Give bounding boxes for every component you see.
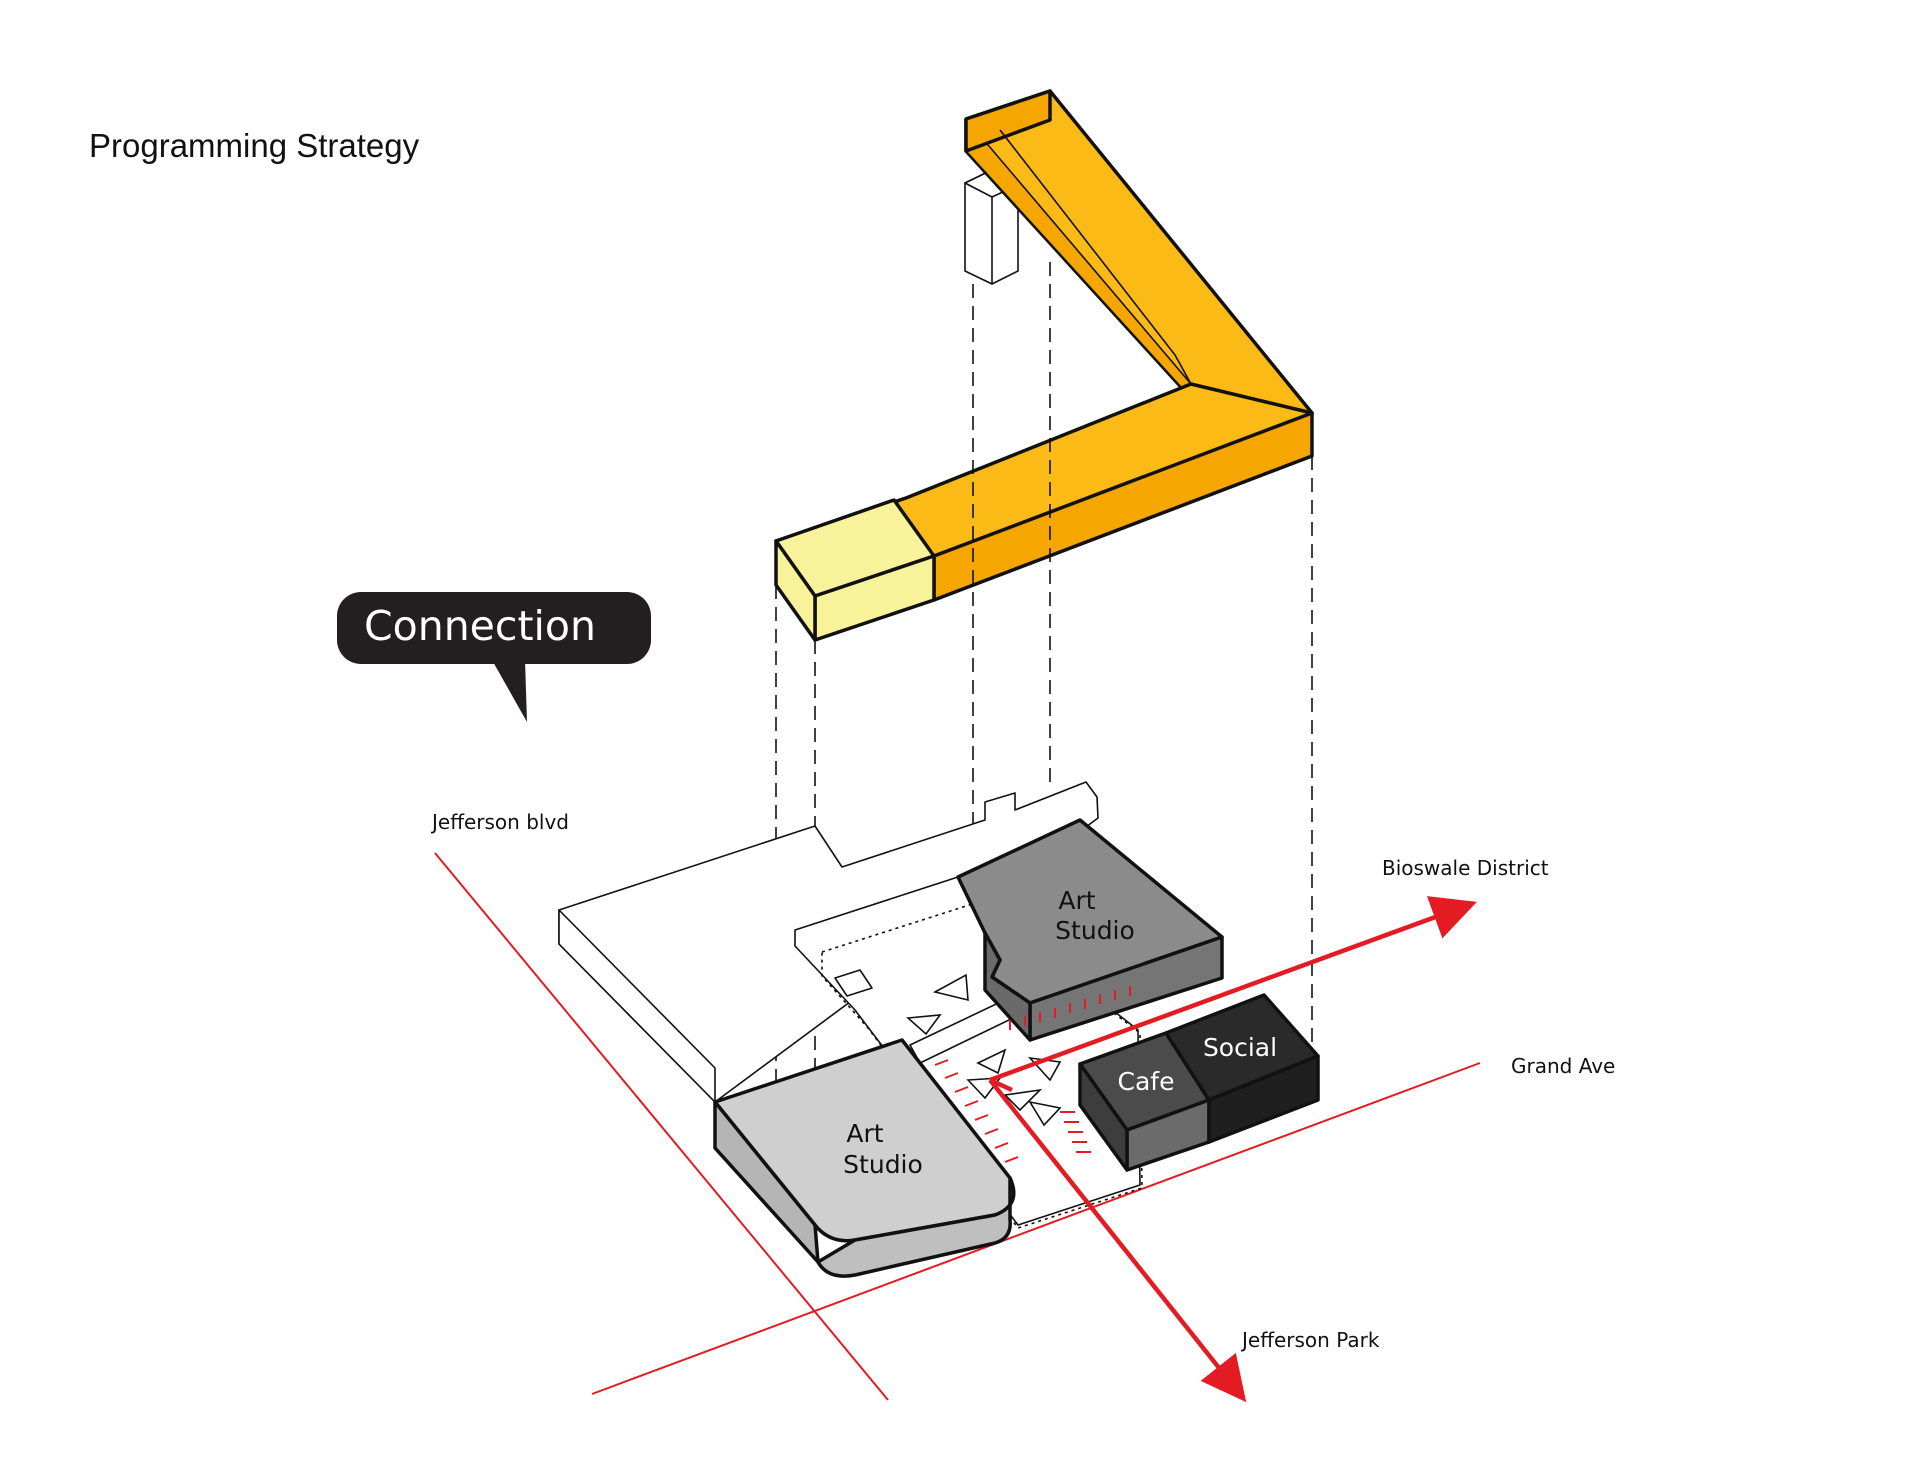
arrow-to-jefferson-park <box>988 1078 1247 1403</box>
bioswale-label: Bioswale District <box>1382 856 1549 880</box>
bubble-label: Connection <box>364 602 596 650</box>
art-studio-upper-label-1: Art <box>1058 886 1095 915</box>
arrow-to-bioswale <box>989 896 1477 1083</box>
cafe-label: Cafe <box>1118 1067 1175 1096</box>
art-studio-lower-label-1: Art <box>846 1119 883 1148</box>
jefferson-park-label: Jefferson Park <box>1240 1328 1380 1352</box>
access-ticks-cafe <box>1060 1111 1091 1153</box>
access-ticks-left <box>934 1059 1019 1163</box>
upper-program-volume <box>774 89 1314 642</box>
access-ticks-upper <box>1009 986 1131 1030</box>
site-footprint <box>558 781 1143 1229</box>
art-studio-lower: Art Studio <box>713 1038 1016 1278</box>
social-label: Social <box>1203 1033 1277 1062</box>
jefferson-blvd-line <box>434 852 889 1401</box>
cafe-social-block: Cafe Social <box>1078 993 1320 1172</box>
grand-ave-line <box>591 1062 1481 1395</box>
diagram-title: Programming Strategy <box>89 127 420 164</box>
art-studio-upper-label-2: Studio <box>1055 916 1135 945</box>
flow-arrows <box>988 896 1477 1403</box>
yellow-outer-side <box>964 89 1052 153</box>
connection-bubble: Connection <box>337 592 651 722</box>
jefferson-blvd-label: Jefferson blvd <box>430 810 569 834</box>
art-studio-lower-label-2: Studio <box>843 1150 923 1179</box>
art-studio-upper: Art Studio <box>956 818 1224 1042</box>
grand-ave-label: Grand Ave <box>1511 1054 1615 1078</box>
